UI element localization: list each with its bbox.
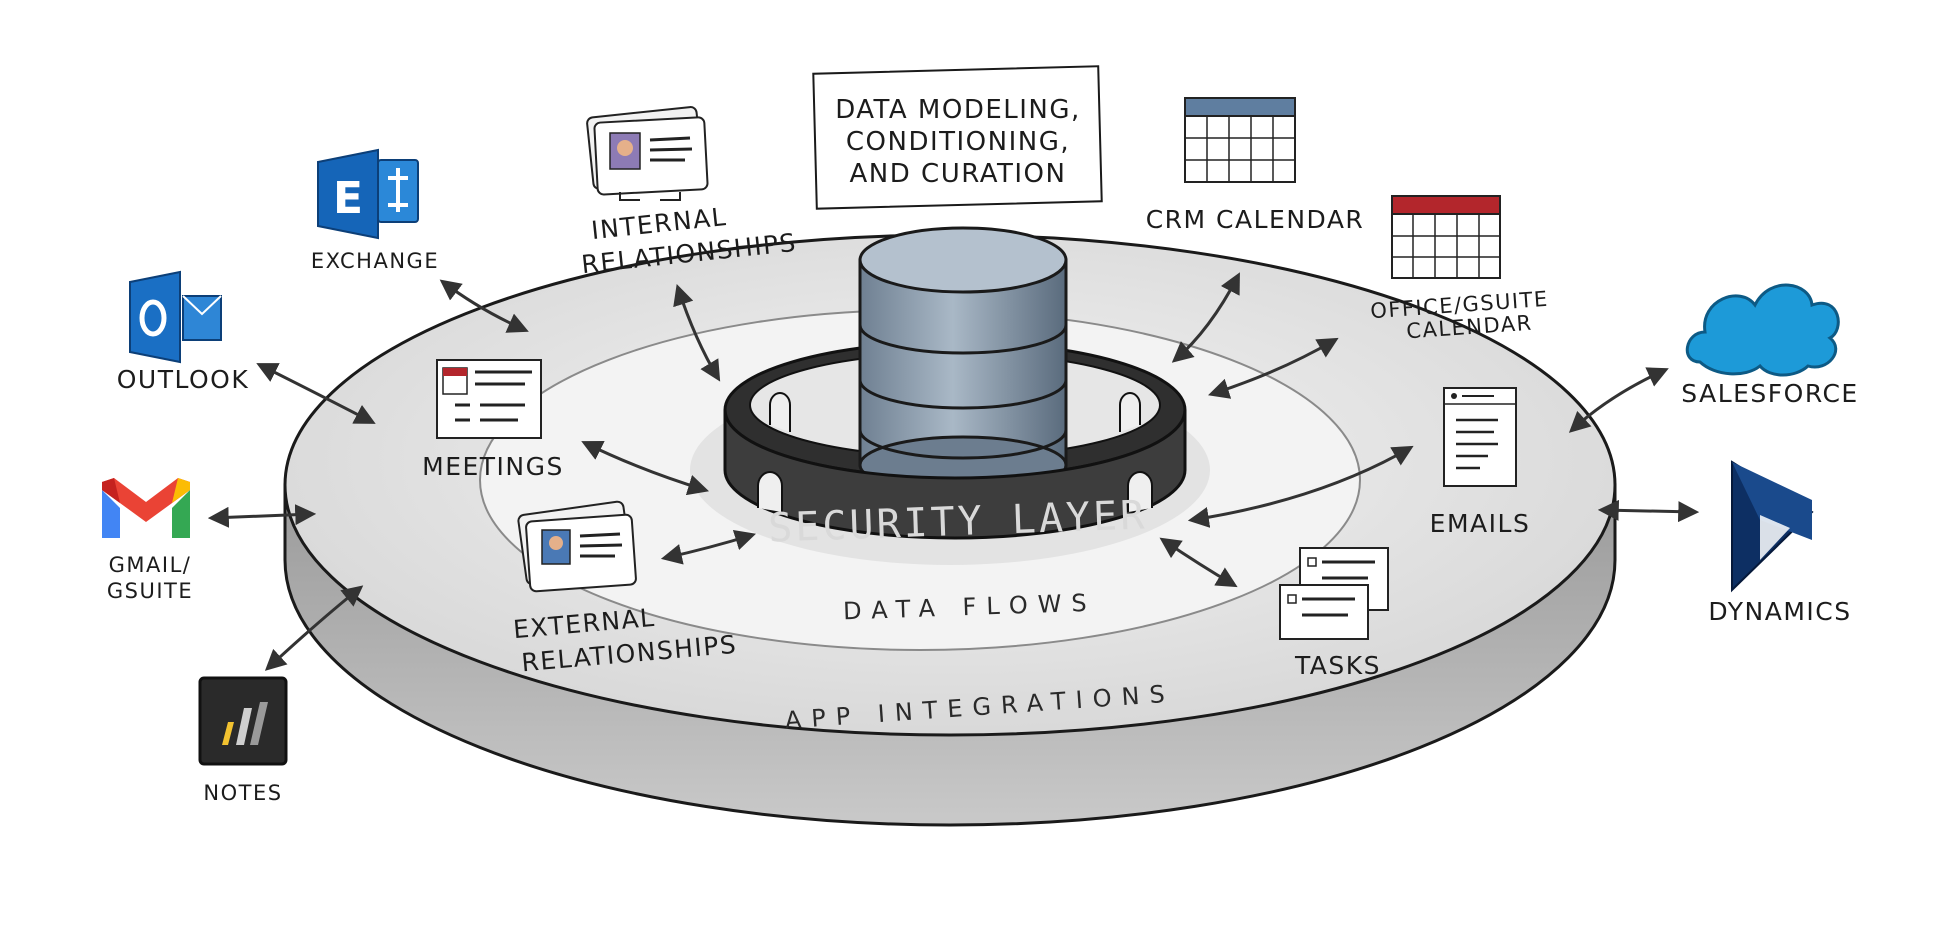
dynamics-label: DYNAMICS xyxy=(1708,597,1851,626)
box-line-3: AND CURATION xyxy=(850,159,1067,189)
outlook-label: OUTLOOK xyxy=(117,365,250,394)
office-calendar-icon xyxy=(1391,195,1501,279)
emails-icon xyxy=(1443,387,1517,487)
meetings-icon xyxy=(436,359,542,439)
emails-label: EMAILS xyxy=(1430,509,1531,538)
meetings-label: MEETINGS xyxy=(422,452,564,481)
exchange-label: EXCHANGE xyxy=(311,249,439,273)
dynamics-logo xyxy=(1731,460,1814,593)
notes-label: NOTES xyxy=(203,781,282,805)
arrow-salesforce xyxy=(1568,367,1669,433)
arrow-exchange xyxy=(439,279,529,333)
tasks-icon xyxy=(1279,547,1389,640)
arrow-outlook xyxy=(256,363,376,424)
arrow-crm xyxy=(1171,272,1240,363)
arrow-gmail xyxy=(207,504,317,528)
arrow-dynamics xyxy=(1597,499,1700,523)
arrow-meetings xyxy=(581,440,710,496)
box-line-2: CONDITIONING, xyxy=(846,127,1070,157)
tasks-label: TASKS xyxy=(1294,651,1381,680)
internal-relationships-icon xyxy=(586,106,709,201)
exchange-logo: E xyxy=(317,148,419,240)
arrow-internal xyxy=(673,284,721,382)
arrow-office xyxy=(1208,337,1339,399)
notes-app-logo xyxy=(198,676,288,766)
gmail-label-line2: GSUITE xyxy=(107,579,193,603)
arrow-external xyxy=(660,529,757,565)
gmail-logo xyxy=(102,478,190,538)
salesforce-cloud-logo xyxy=(1685,283,1840,377)
outlook-logo xyxy=(129,270,222,364)
arrow-emails xyxy=(1187,445,1414,528)
box-line-1: DATA MODELING, xyxy=(835,95,1081,125)
database-cylinder-icon xyxy=(858,226,1068,495)
crm-calendar-label: CRM CALENDAR xyxy=(1146,205,1365,234)
external-relationships-icon xyxy=(517,500,637,593)
salesforce-label: SALESFORCE xyxy=(1681,379,1858,408)
gmail-label-line1: GMAIL/ xyxy=(109,553,192,577)
arrow-notes xyxy=(264,585,364,671)
connector-arrows xyxy=(207,272,1700,671)
arrow-tasks xyxy=(1159,537,1238,588)
data-modeling-box: DATA MODELING, CONDITIONING, AND CURATIO… xyxy=(812,65,1103,210)
svg-text:E: E xyxy=(333,173,363,224)
security-ring-front: SECURITY LAYER xyxy=(723,392,1187,552)
crm-calendar-icon xyxy=(1184,97,1296,183)
